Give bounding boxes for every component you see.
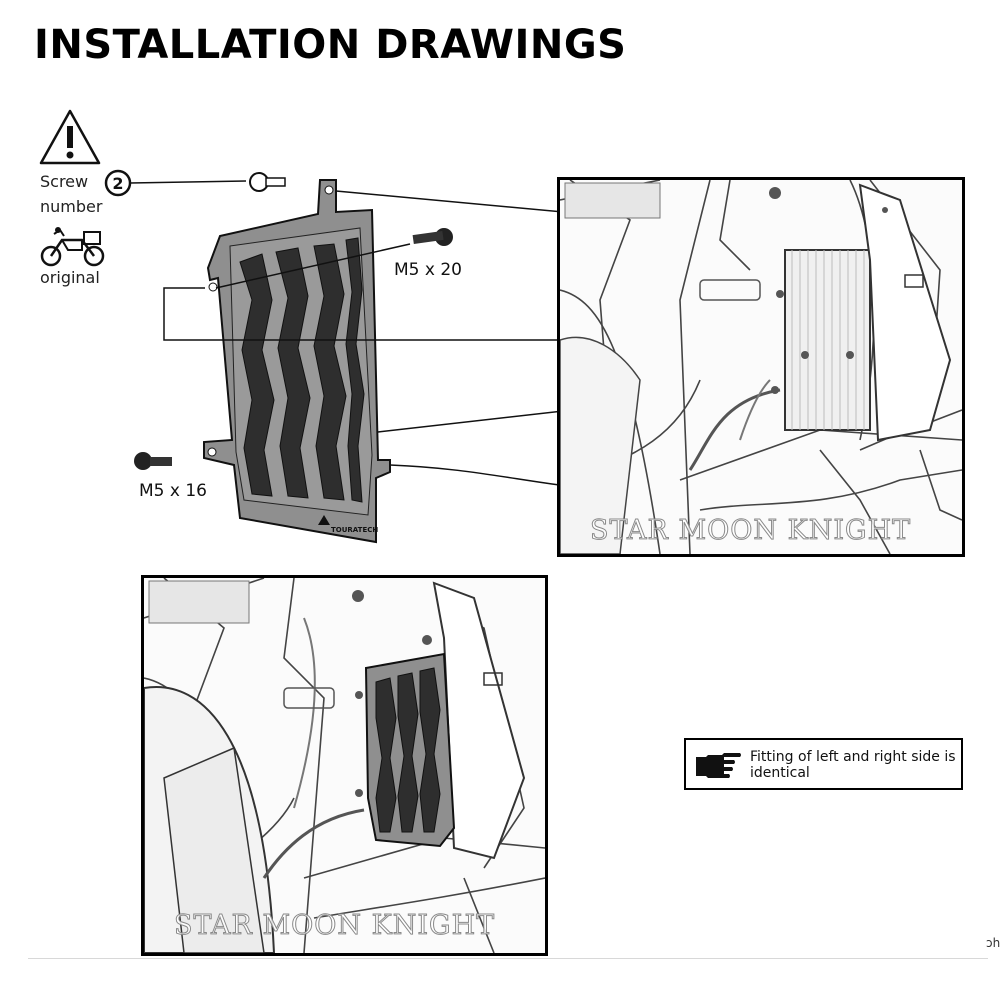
pointing-hand-icon	[696, 753, 741, 778]
bolt-m5x16	[134, 452, 172, 470]
bolt-m5x20	[412, 228, 453, 246]
m5x16-label: M5 x 16	[139, 481, 207, 501]
bottom-rule	[28, 958, 988, 959]
guard-brand-label: TOURATECH	[331, 526, 378, 534]
motorcycle-line-art-top	[560, 180, 962, 554]
motorcycle-line-art-bottom	[144, 578, 545, 953]
radiator-guard-plate	[203, 179, 391, 544]
warning-triangle-icon	[39, 109, 101, 165]
motorbike-icon	[40, 227, 105, 267]
screw-label: Screw	[40, 172, 89, 191]
screw-original-bolt	[249, 172, 286, 192]
screw-badge-number: 2	[112, 174, 123, 193]
watermark-bottom: STAR MOON KNIGHT	[173, 910, 496, 941]
install-view-panel-top: STAR MOON KNIGHT	[557, 177, 965, 557]
number-label: number	[40, 197, 103, 216]
note-text: Fitting of left and right side is identi…	[750, 749, 956, 781]
watermark-top: STAR MOON KNIGHT	[589, 515, 912, 546]
install-view-panel-bottom: STAR MOON KNIGHT	[141, 575, 548, 956]
page-title: INSTALLATION DRAWINGS	[34, 22, 627, 68]
original-label: original	[40, 268, 100, 287]
corner-text-fragment: ɔh	[986, 936, 1000, 950]
m5x20-label: M5 x 20	[394, 260, 462, 280]
note-box: Fitting of left and right side is identi…	[684, 738, 963, 790]
